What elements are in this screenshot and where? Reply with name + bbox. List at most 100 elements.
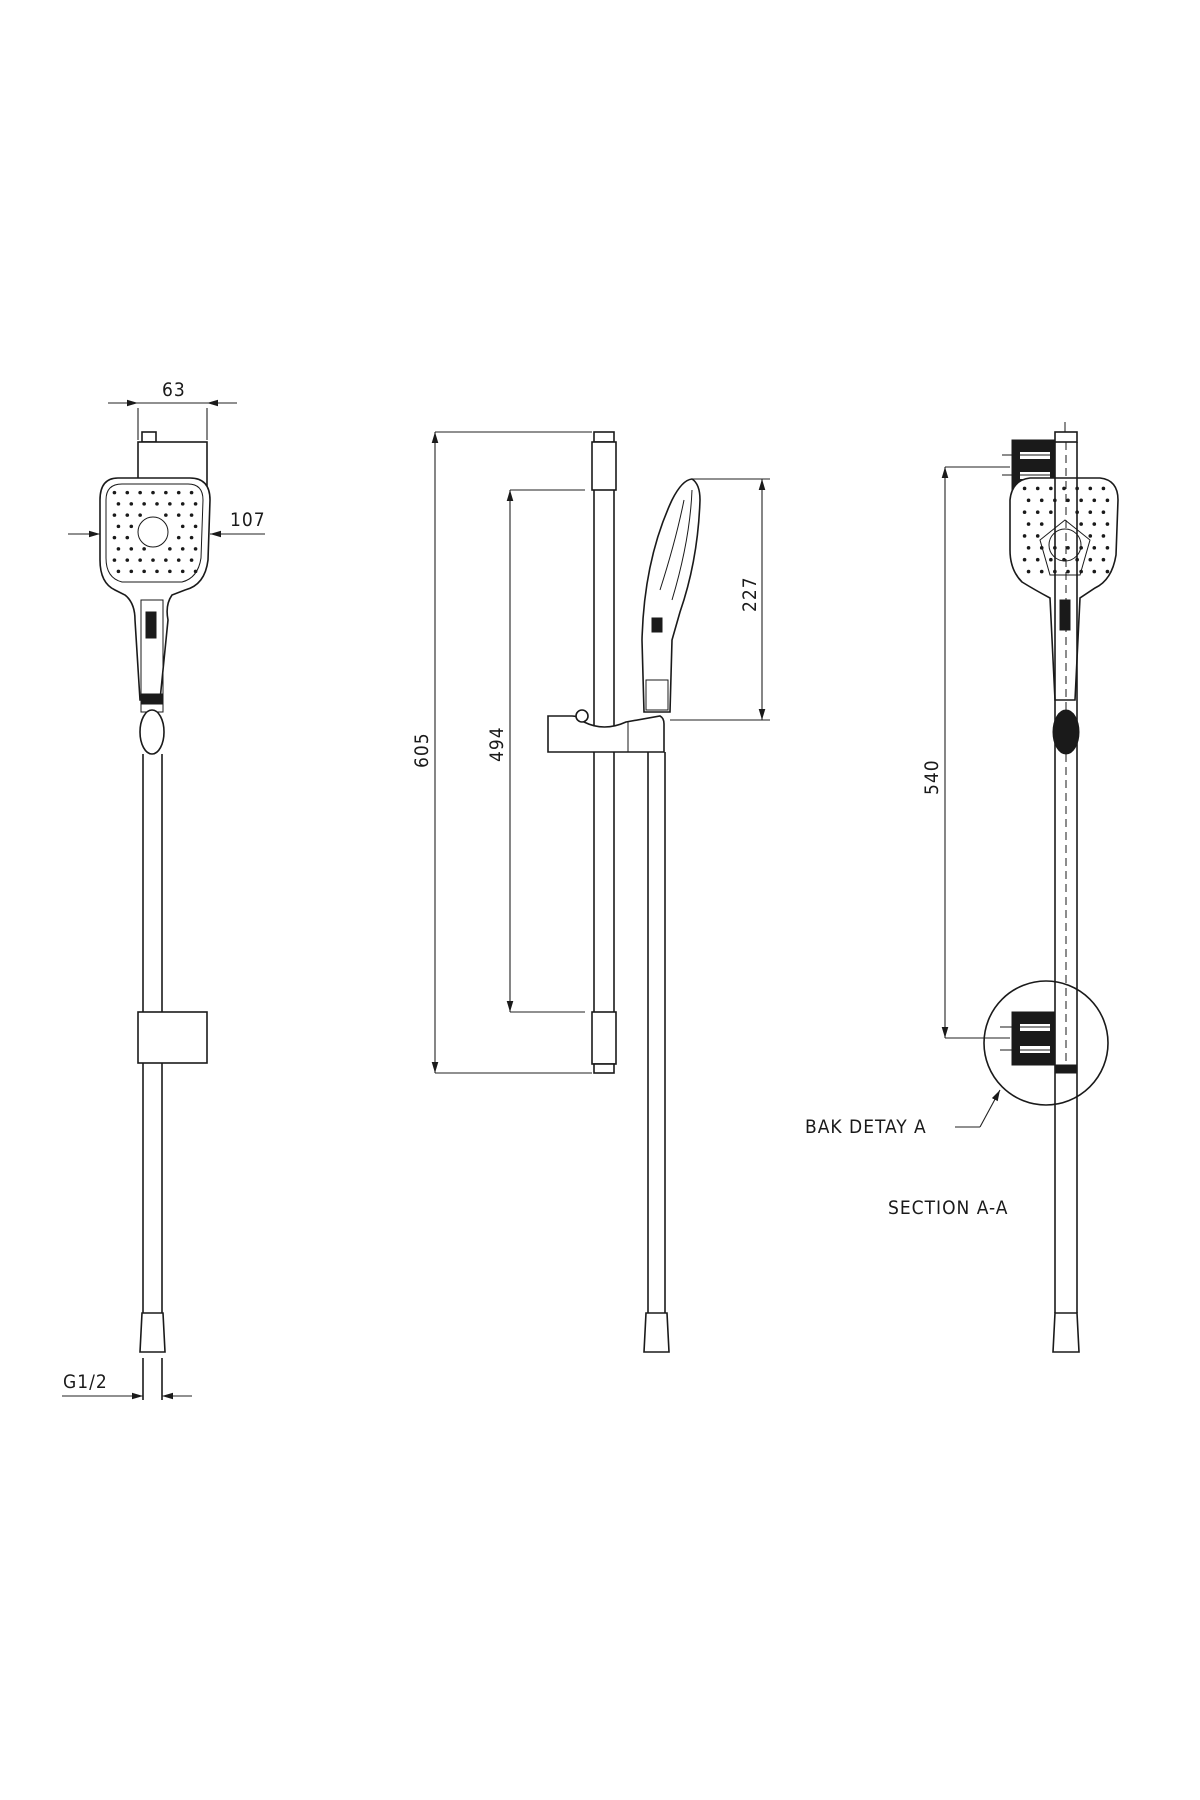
nozzle-dot: [1088, 534, 1093, 538]
nozzle-dot: [189, 513, 194, 517]
nozzle-dot: [155, 502, 159, 506]
nozzle-dot: [1101, 510, 1106, 514]
nozzle-dot: [189, 490, 194, 495]
nozzle-dot: [1088, 510, 1093, 514]
spray-face: [105, 483, 204, 583]
nozzle-dot: [193, 502, 198, 506]
nozzle-dot: [1022, 486, 1027, 491]
nozzle-dot: [125, 558, 130, 562]
nozzle-dot: [1062, 486, 1066, 491]
nozzle-dot: [1092, 498, 1097, 503]
nozzle-dot: [164, 513, 168, 517]
nozzle-dot: [180, 502, 185, 506]
nozzle-dot: [1092, 522, 1097, 526]
dim-605: 605: [411, 732, 433, 768]
nozzle-dot: [1062, 557, 1066, 562]
nozzle-dot: [112, 558, 117, 562]
nozzle-dot: [138, 558, 142, 562]
nozzle-dot: [1035, 486, 1040, 491]
nozzle-dot: [193, 569, 198, 574]
shower-head: [99, 477, 211, 701]
nozzle-dot: [189, 535, 194, 540]
nozzle-dot: [1049, 510, 1053, 514]
nozzle-dot: [116, 569, 121, 574]
nozzle-dot: [129, 502, 134, 506]
nozzle-dot: [1066, 569, 1070, 574]
nozzle-dot: [193, 524, 198, 529]
handshower-side: [641, 478, 701, 713]
nozzle-dot: [129, 524, 134, 529]
nozzle-dot: [142, 547, 146, 551]
nozzle-dot: [189, 558, 194, 562]
nozzle-dot: [116, 524, 121, 529]
nozzle-dot: [1039, 546, 1044, 550]
nozzle-dot: [1039, 522, 1044, 526]
dim-540: 540: [921, 759, 943, 795]
nozzle-dot: [1039, 569, 1044, 574]
nozzle-dot: [1101, 557, 1106, 562]
nozzle-dot: [129, 569, 134, 574]
detail-callout-label: BAK DETAY A: [805, 1116, 927, 1138]
nozzle-dot: [112, 513, 117, 517]
nozzle-dot: [1105, 522, 1110, 526]
section-head: [1009, 477, 1119, 701]
nozzle-dot: [193, 547, 198, 551]
nozzle-dot: [1105, 546, 1110, 550]
nozzle-dot: [1026, 498, 1031, 503]
nozzle-dot: [1088, 486, 1093, 491]
nozzle-dot: [1088, 557, 1093, 562]
nozzle-dot: [112, 490, 117, 495]
rail-bottom-bracket: [591, 1011, 617, 1065]
hose-nut: [139, 709, 165, 755]
nozzle-dot: [176, 558, 181, 562]
nozzle-dot: [1105, 569, 1110, 574]
nozzle-dot: [138, 490, 142, 495]
dim-107: 107: [230, 509, 266, 531]
rail-slider: [547, 715, 665, 753]
nozzle-dot: [168, 502, 172, 506]
nozzle-dot: [1035, 557, 1040, 562]
nozzle-dot: [142, 502, 146, 506]
slider-bracket: [137, 1011, 208, 1064]
spray-nozzles: [112, 490, 198, 574]
nozzle-dot: [1026, 522, 1031, 526]
nozzle-dot: [138, 513, 142, 517]
nozzle-dot: [1035, 510, 1040, 514]
nozzle-dot: [168, 569, 172, 574]
nozzle-dot: [155, 569, 159, 574]
nozzle-dot: [1049, 557, 1053, 562]
nozzle-dot: [1026, 569, 1031, 574]
handle-ring: [140, 693, 164, 705]
hose-end-cap: [643, 1312, 670, 1353]
center-nozzle: [137, 516, 169, 548]
nozzle-dot: [129, 547, 134, 551]
nozzle-dot: [116, 547, 121, 551]
nozzle-dot: [1105, 498, 1110, 503]
nozzle-dot: [1079, 522, 1083, 526]
section-end-cap: [1052, 1312, 1080, 1353]
nozzle-dot: [176, 490, 181, 495]
front-view: 63 107 G1/2: [62, 379, 266, 1400]
nozzle-dot: [116, 502, 121, 506]
nozzle-dot: [1079, 546, 1083, 550]
nozzle-dot: [176, 535, 181, 540]
nozzle-dot: [142, 569, 146, 574]
nozzle-dot: [180, 547, 185, 551]
nozzle-dot: [1079, 498, 1083, 503]
nozzle-dot: [164, 558, 168, 562]
nozzle-dot: [1039, 498, 1044, 503]
dim-494: 494: [486, 726, 508, 762]
dim-63: 63: [162, 379, 186, 401]
nozzle-dot: [1049, 486, 1053, 491]
rail-top-bracket: [591, 441, 617, 491]
hose-end-cap: [139, 1312, 166, 1353]
top-cap: [141, 431, 157, 443]
handle-button: [145, 611, 157, 639]
nozzle-dot: [1022, 510, 1027, 514]
nozzle-dot: [125, 535, 130, 540]
nozzle-dot: [1079, 569, 1083, 574]
spray-nozzles: [1022, 486, 1110, 574]
nozzle-dot: [1101, 534, 1106, 538]
section-bottom-bracket: [1011, 1011, 1055, 1066]
